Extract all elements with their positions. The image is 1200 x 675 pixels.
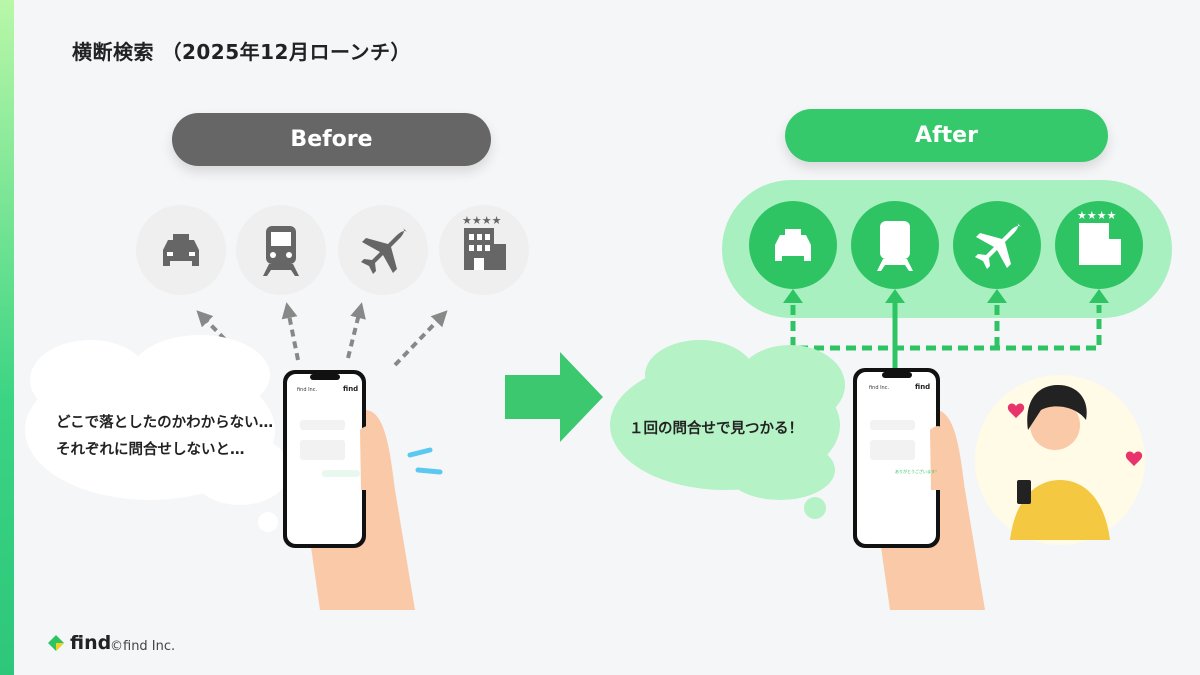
after-icons [749,201,1143,289]
thought-line: どこで落としたのかわからない… [56,415,274,431]
thought-line: それぞれに問合せしないと… [56,442,245,458]
transition-arrow [505,352,603,442]
happy-user-illustration [975,375,1145,545]
thought-cloud-right [610,340,845,519]
thought-cloud-left [25,335,290,532]
train-icon [263,226,299,276]
train-icon [877,221,913,271]
find-logo-icon [48,635,64,651]
before-arrows [196,302,448,367]
before-icons [136,205,529,295]
copyright: ©find Inc. [110,639,176,654]
svg-text:find: find [915,383,930,391]
after-label: After [785,109,1108,162]
page-title: 横断検索 （2025年12月ローンチ） [72,40,411,64]
footer-logo: find [46,632,111,654]
svg-text:ありがとうございます！: ありがとうございます！ [895,468,939,474]
svg-text:find: find [343,385,358,393]
accent-strip [0,0,14,675]
after-thought: １回の問合せで見つかる！ [629,421,803,437]
svg-text:find Inc.: find Inc. [869,385,889,391]
after-band [722,180,1172,318]
after-arrows [783,289,1109,370]
before-thought: どこで落としたのかわからない… それぞれに問合せしないと… [56,410,273,464]
before-label: Before [172,113,491,166]
logo-text: find [70,632,112,654]
phone-header: find Inc. [297,387,317,393]
